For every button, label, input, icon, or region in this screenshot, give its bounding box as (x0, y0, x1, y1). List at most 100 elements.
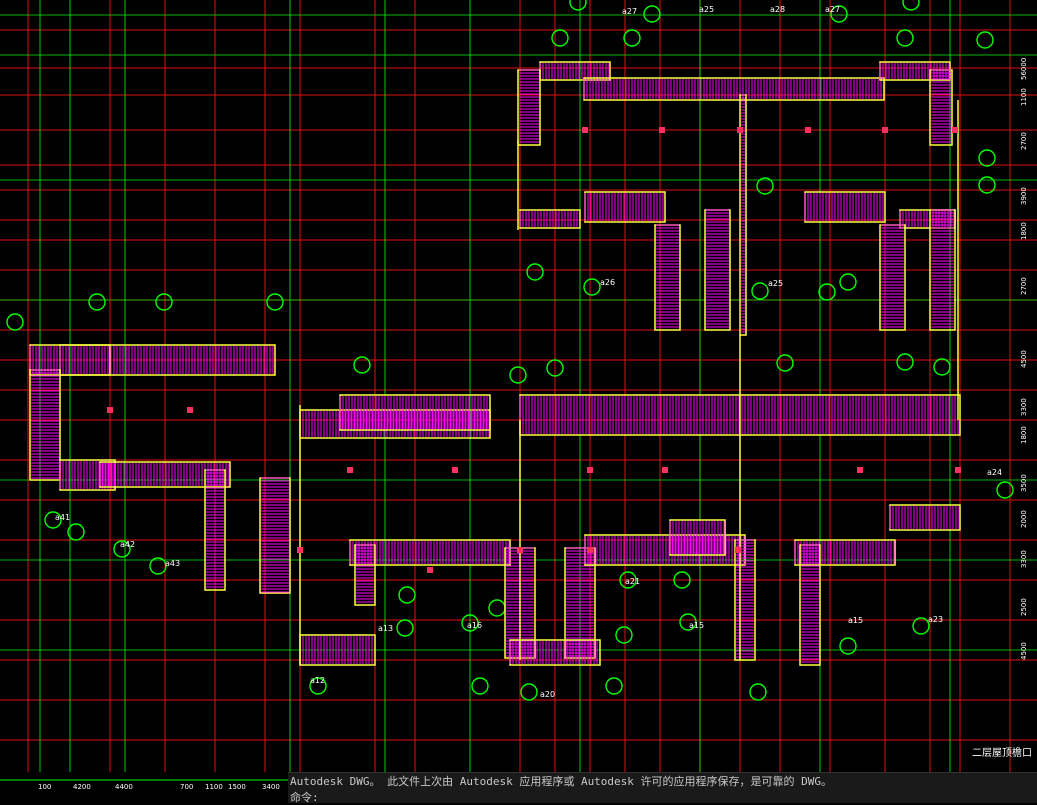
axis-name-label: a21 (625, 577, 640, 586)
axis-bubble-icon (776, 354, 794, 372)
eave-band (929, 69, 953, 146)
axis-bubble-icon (6, 313, 24, 331)
axis-bubble-icon (976, 31, 994, 49)
side-dimension-label: 4500 (1020, 350, 1028, 368)
column-marker (587, 467, 593, 473)
axis-bubble-icon (155, 293, 173, 311)
axis-bubble-icon (623, 29, 641, 47)
axis-name-label: a12 (310, 676, 325, 685)
bottom-dimension-label: 3400 (262, 783, 280, 791)
axis-name-label: a20 (540, 690, 555, 699)
eave-band (517, 69, 541, 146)
axis-bubble-icon (605, 677, 623, 695)
bottom-dimension-label: 700 (180, 783, 193, 791)
axis-bubble-icon (526, 263, 544, 281)
bottom-dimension-label: 4200 (73, 783, 91, 791)
axis-bubble-icon (679, 613, 697, 631)
axis-name-label: a41 (55, 513, 70, 522)
bottom-dimension-label: 1100 (205, 783, 223, 791)
axis-name-label: a23 (928, 615, 943, 624)
axis-bubble-icon (615, 626, 633, 644)
axis-name-label: a16 (467, 621, 482, 630)
axis-name-label: a25 (768, 279, 783, 288)
column-marker (297, 547, 303, 553)
column-marker (952, 127, 958, 133)
axis-bubble-icon (149, 557, 167, 575)
drawing-title: 二层屋顶檐口 (972, 748, 1032, 759)
axis-name-label: a13 (378, 624, 393, 633)
axis-name-label: a24 (987, 468, 1002, 477)
axis-bubble-icon (551, 29, 569, 47)
axis-bubble-icon (396, 619, 414, 637)
column-marker (882, 127, 888, 133)
column-marker (857, 467, 863, 473)
command-line[interactable]: Autodesk DWG。 此文件上次由 Autodesk 应用程序或 Auto… (288, 772, 1037, 804)
eave-band (879, 224, 906, 331)
axis-bubble-icon (583, 278, 601, 296)
axis-bubble-icon (902, 0, 920, 11)
axis-bubble-icon (67, 523, 85, 541)
axis-name-label: a42 (120, 540, 135, 549)
column-marker (517, 547, 523, 553)
side-dimension-label: 3300 (1020, 398, 1028, 416)
axis-bubble-icon (896, 353, 914, 371)
axis-bubble-icon (839, 637, 857, 655)
axis-bubble-icon (520, 683, 538, 701)
axis-bubble-icon (509, 366, 527, 384)
side-dimension-label: 2000 (1020, 510, 1028, 528)
column-marker (347, 467, 353, 473)
side-dimension-label: 56000 (1020, 58, 1028, 80)
axis-bubble-icon (398, 586, 416, 604)
bottom-dimension-label: 1500 (228, 783, 246, 791)
bottom-dimension-label: 100 (38, 783, 51, 791)
side-dimension-label: 1800 (1020, 426, 1028, 444)
column-marker (737, 127, 743, 133)
axis-bubble-icon (933, 358, 951, 376)
side-dimension-label: 3500 (1020, 474, 1028, 492)
side-dimension-label: 4500 (1020, 642, 1028, 660)
axis-bubble-icon (839, 273, 857, 291)
axis-bubble-icon (488, 599, 506, 617)
column-marker (955, 467, 961, 473)
column-marker (587, 547, 593, 553)
axis-name-label: a27 (825, 5, 840, 14)
axis-bubble-icon (569, 0, 587, 11)
side-dimension-label: 2700 (1020, 277, 1028, 295)
axis-name-label: a43 (165, 559, 180, 568)
eave-band (654, 224, 681, 331)
axis-bubble-icon (756, 177, 774, 195)
axis-bubble-icon (896, 29, 914, 47)
bottom-dimension-label: 4400 (115, 783, 133, 791)
column-marker (582, 127, 588, 133)
side-dimension-label: 2700 (1020, 132, 1028, 150)
side-dimension-label: 3900 (1020, 187, 1028, 205)
axis-bubble-icon (88, 293, 106, 311)
axis-bubble-icon (546, 359, 564, 377)
side-dimension-label: 1800 (1020, 222, 1028, 240)
axis-bubble-icon (44, 511, 62, 529)
command-prompt[interactable]: 命令: (290, 791, 319, 804)
axis-bubble-icon (461, 614, 479, 632)
axis-bubble-icon (113, 540, 131, 558)
axis-bubble-icon (673, 571, 691, 589)
axis-bubble-icon (309, 677, 327, 695)
axis-name-label: a25 (699, 5, 714, 14)
column-marker (662, 467, 668, 473)
axis-name-label: a26 (600, 278, 615, 287)
axis-bubble-icon (471, 677, 489, 695)
side-dimension-label: 3300 (1020, 550, 1028, 568)
column-marker (805, 127, 811, 133)
column-marker (187, 407, 193, 413)
axis-name-label: a27 (622, 7, 637, 16)
axis-name-label: a28 (770, 5, 785, 14)
axis-bubble-icon (912, 617, 930, 635)
axis-bubble-icon (751, 282, 769, 300)
axis-name-label: a15 (689, 621, 704, 630)
axis-bubble-icon (353, 356, 371, 374)
column-marker (735, 547, 741, 553)
side-dimension-label: 2500 (1020, 598, 1028, 616)
roof-plan-outline (29, 61, 961, 666)
axis-bubble-icon (643, 5, 661, 23)
column-marker (107, 407, 113, 413)
